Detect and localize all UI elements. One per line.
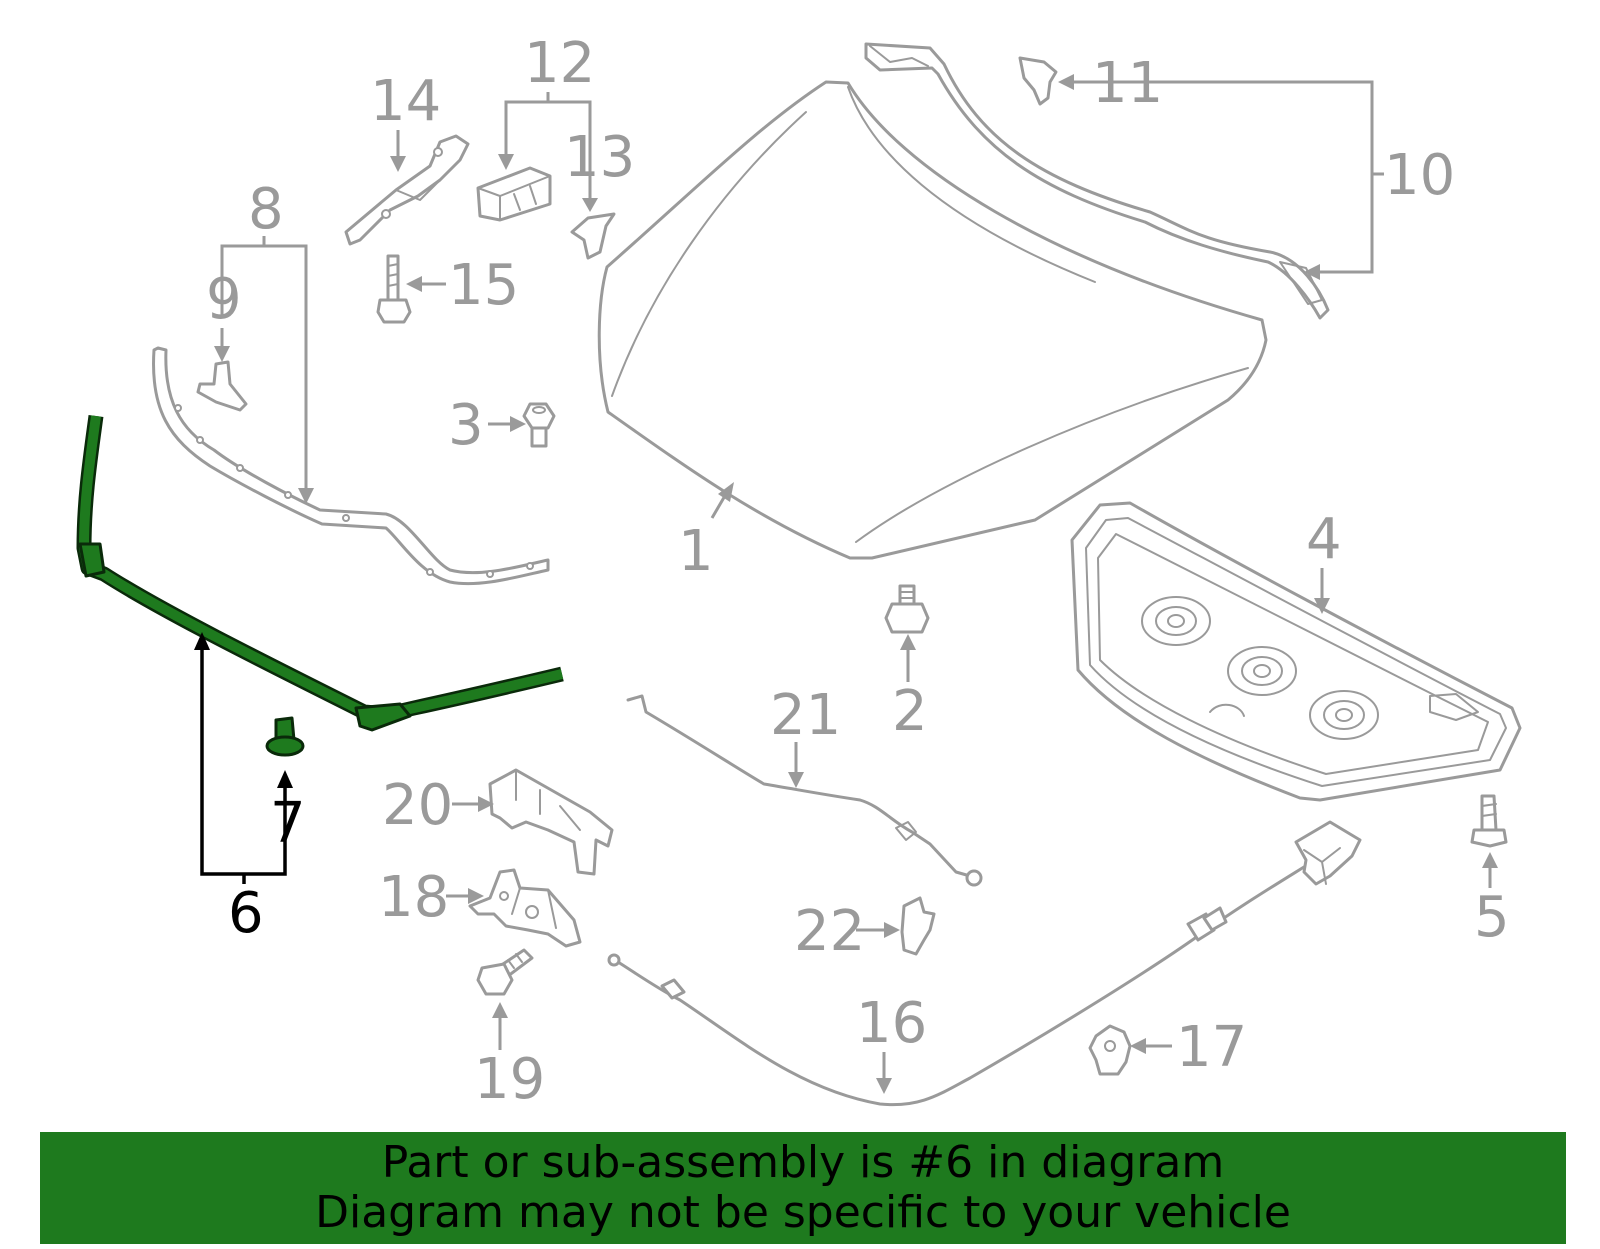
banner-part-note: Part or sub-assembly is #6 in diagram: [381, 1137, 1225, 1188]
release-handle-clip: [1088, 1024, 1132, 1076]
highlighted-leader-lines: [194, 632, 293, 884]
callout-16: 16: [856, 991, 927, 1056]
callout-19: 19: [474, 1047, 545, 1112]
callout-21: 21: [770, 683, 841, 748]
hood-latch: [468, 868, 582, 948]
latch-bolt: [476, 948, 534, 996]
callout-7: 7: [270, 791, 306, 856]
callout-13: 13: [564, 125, 635, 190]
callout-8: 8: [248, 177, 284, 242]
latch-release-rod: [626, 694, 983, 887]
info-banner: Part or sub-assembly is #6 in diagram Di…: [40, 1132, 1566, 1244]
callout-2: 2: [892, 679, 928, 744]
callout-1: 1: [678, 519, 714, 584]
callout-20: 20: [382, 773, 453, 838]
hood-hinge: [344, 134, 470, 246]
hood-insulator: [1070, 501, 1522, 802]
weatherstrip-clip: [1018, 56, 1058, 106]
banner-disclaimer: Diagram may not be specific to your vehi…: [315, 1187, 1291, 1238]
hood-release-cable: [607, 820, 1362, 1107]
hinge-bracket: [476, 166, 552, 222]
hood-panel: [597, 80, 1268, 560]
callout-17: 17: [1176, 1015, 1247, 1080]
hood-bumper: [522, 402, 556, 448]
leader-lines: [214, 74, 1498, 1094]
callout-15: 15: [448, 253, 519, 318]
seal-clip-highlighted: [265, 716, 305, 757]
hood-front-seal: [151, 346, 550, 586]
insulator-retainer: [1470, 794, 1508, 848]
seal-clip: [196, 360, 248, 412]
callout-3: 3: [448, 393, 484, 458]
hinge-clip: [570, 212, 616, 260]
callout-5: 5: [1474, 885, 1510, 950]
callout-12: 12: [524, 31, 595, 96]
callout-14: 14: [370, 69, 441, 134]
hood-stop-bumper: [884, 584, 930, 634]
callout-labels: 1 2 3 4 5 6 7 8 9 10 11 12 13 14 15 16 1…: [206, 31, 1510, 1112]
callout-11: 11: [1092, 51, 1163, 116]
callout-18: 18: [378, 865, 449, 930]
front-hood-seal-highlighted: [76, 414, 564, 732]
callout-6: 6: [228, 881, 264, 946]
callout-22: 22: [794, 899, 865, 964]
callout-10: 10: [1384, 143, 1455, 208]
callout-4: 4: [1306, 507, 1342, 572]
hinge-bolt: [376, 254, 412, 324]
hood-weatherstrip: [864, 42, 1330, 320]
callout-9: 9: [206, 267, 242, 332]
rod-clip: [900, 896, 936, 956]
latch-support-bracket: [488, 768, 614, 876]
